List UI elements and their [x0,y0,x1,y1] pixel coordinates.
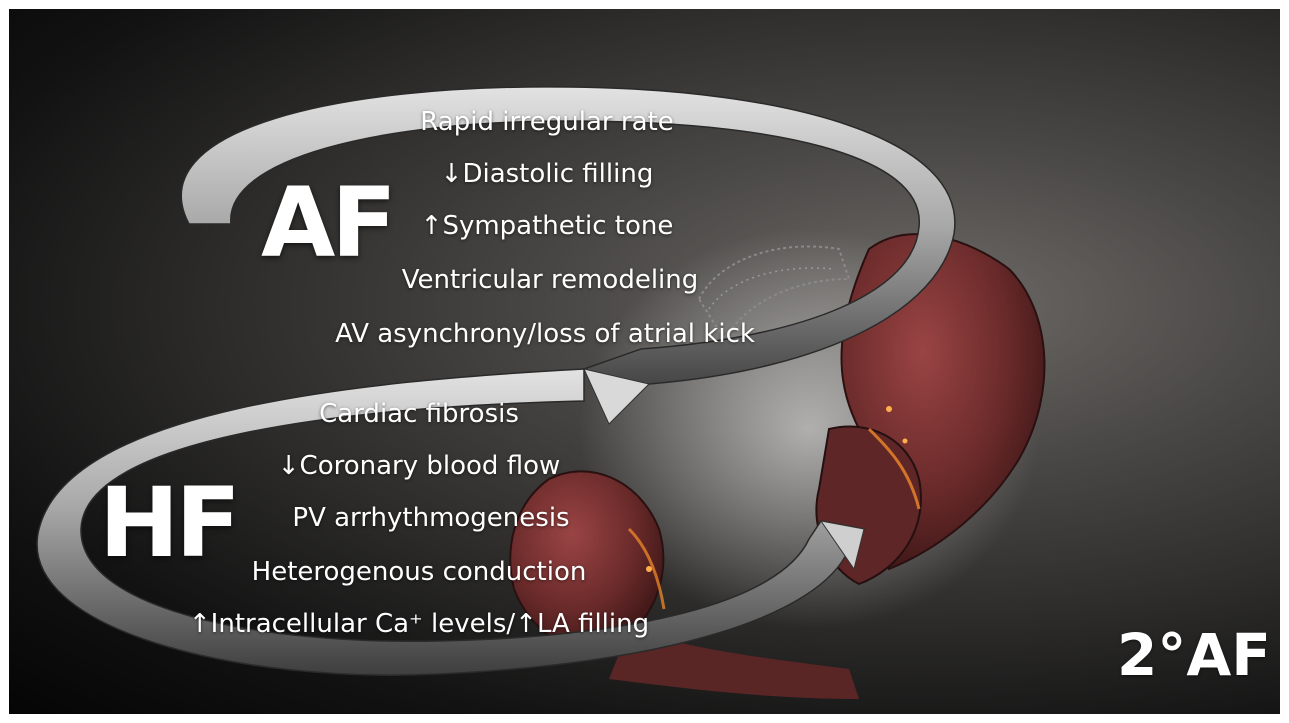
corner-label: 2°AF [1117,621,1271,689]
hf-item-4: Heterogenous conduction [252,557,587,587]
af-label: AF [261,167,393,279]
af-item-4: Ventricular remodeling [402,265,699,295]
hf-item-1: Cardiac fibrosis [319,399,519,429]
af-item-5: AV asynchrony/loss of atrial kick [335,319,755,349]
hf-item-5: ↑Intracellular Ca⁺ levels/↑LA filling [189,609,649,639]
af-item-2: ↓Diastolic filling [441,159,654,189]
slide: AF Rapid irregular rate ↓Diastolic filli… [9,9,1280,714]
hf-label: HF [99,467,237,579]
af-item-3: ↑Sympathetic tone [421,211,674,241]
hf-item-2: ↓Coronary blood flow [278,451,560,481]
hf-item-3: PV arrhythmogenesis [292,503,569,533]
af-item-1: Rapid irregular rate [420,107,673,137]
